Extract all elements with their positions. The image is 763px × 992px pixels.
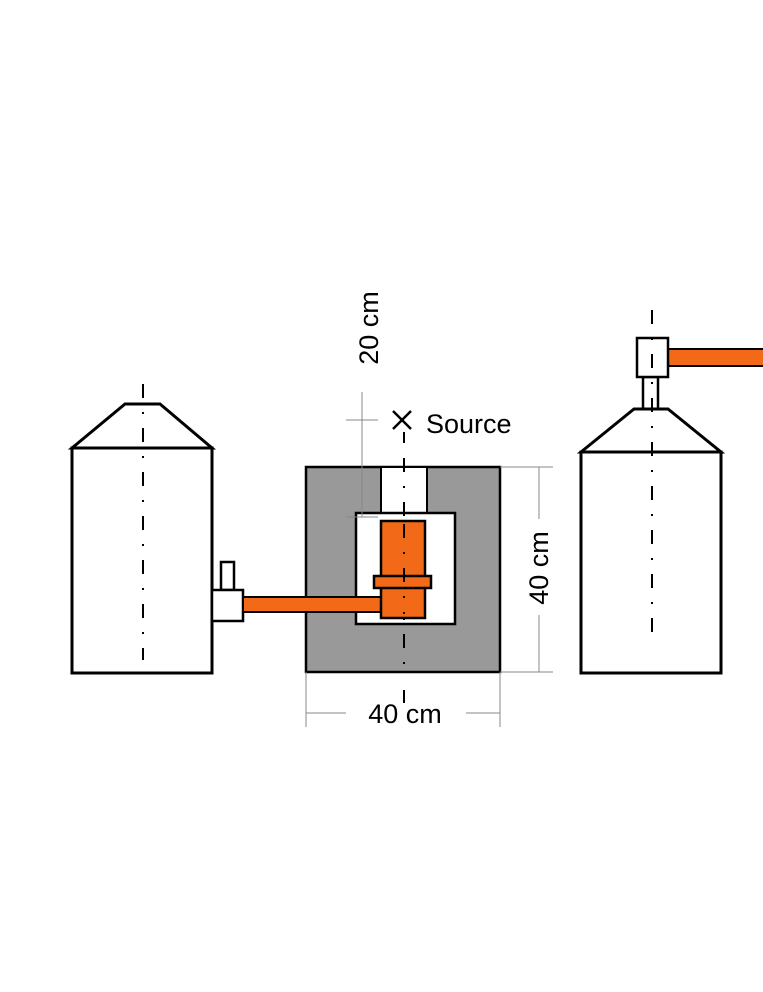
source-marker: Source [392,409,512,443]
sample-holder [372,519,433,620]
source-label: Source [426,409,512,439]
left-dewar [67,384,245,675]
left-cold-finger [242,596,382,613]
left-dewar-port [210,588,245,623]
width-label: 40 cm [368,699,442,729]
sample-flange [372,574,433,590]
right-dewar [576,310,763,675]
left-dewar-port-stub [219,560,236,592]
dimension-right: 40 cm [500,466,554,673]
dimension-bottom: 40 cm [305,672,501,729]
right-dewar-neck [641,375,660,411]
right-cold-finger [667,348,763,367]
height-label: 40 cm [524,531,554,605]
right-dewar-body [579,450,723,675]
top-distance-label: 20 cm [354,291,384,365]
source-x-icon-stroke [392,410,412,430]
dimension-top: 20 cm [346,291,384,518]
